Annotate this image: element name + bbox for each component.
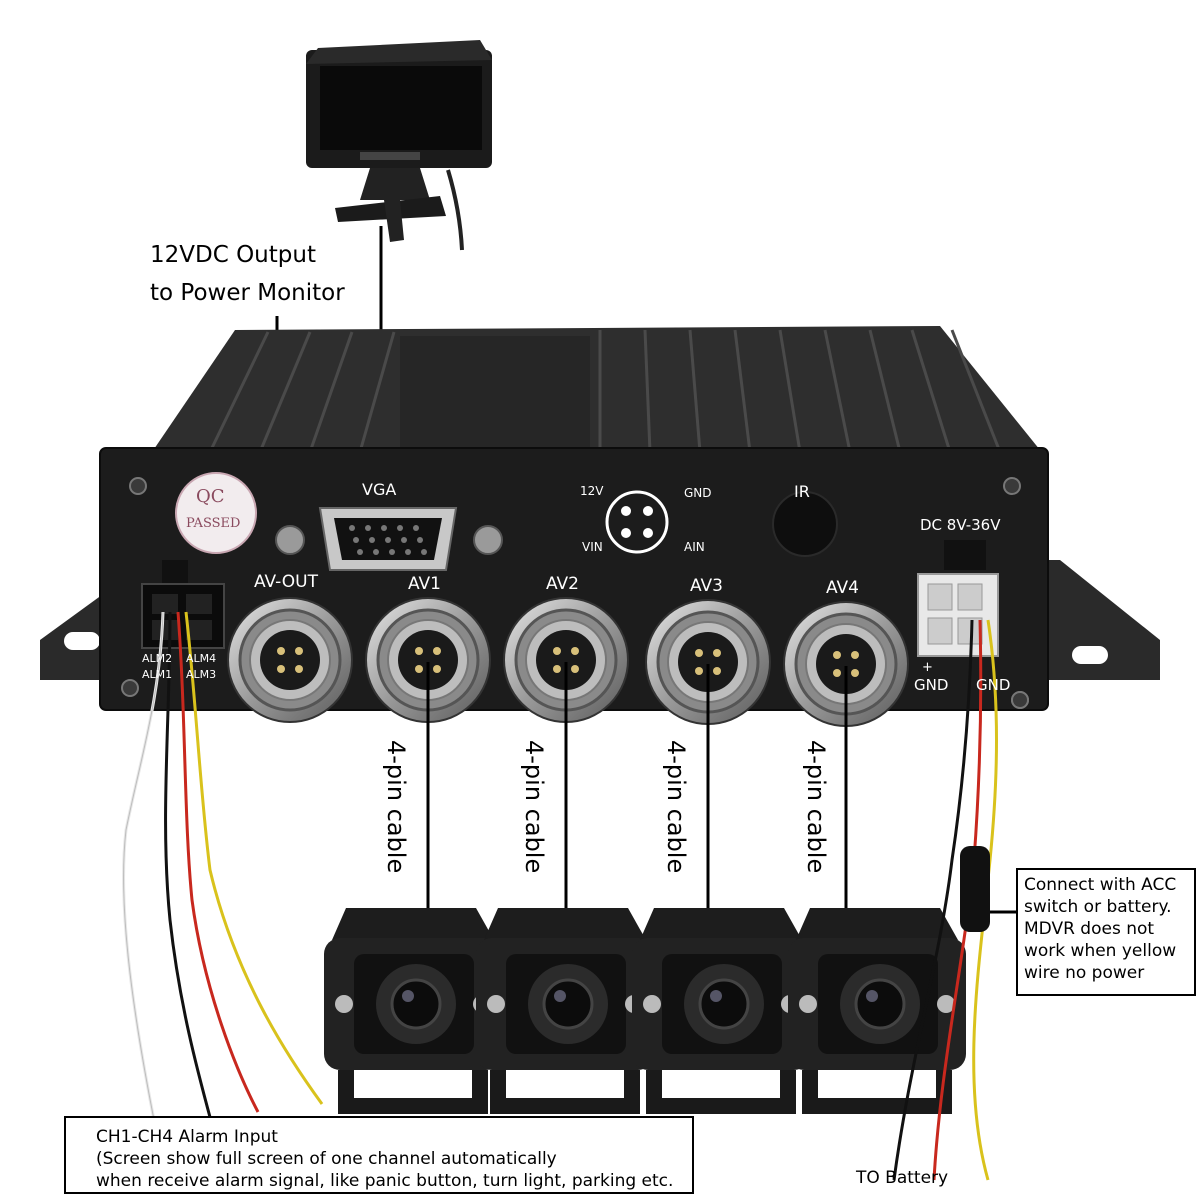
qc-passed-sticker — [175, 472, 257, 554]
vga-label: VGA — [362, 480, 397, 499]
acc-note-box: Connect with ACC switch or battery. MDVR… — [1016, 868, 1196, 996]
alarm-connector — [141, 560, 225, 649]
ir-window — [772, 491, 838, 557]
pin-ain-label: AIN — [684, 540, 705, 554]
dvr-top — [150, 326, 1040, 455]
camera-3 — [630, 906, 812, 1116]
av-out-label: AV-OUT — [254, 572, 318, 592]
monitor-power-label-line2: to Power Monitor — [150, 280, 345, 306]
av-out-connector — [226, 596, 354, 724]
gnd-left-label: GND — [914, 676, 949, 694]
camera-cables — [426, 662, 848, 912]
right-post-screw — [473, 525, 503, 555]
qc-label: QC — [196, 486, 225, 507]
acc-note-line: MDVR does not — [1024, 919, 1155, 939]
av1-label: AV1 — [408, 574, 441, 594]
power-pin-diagram — [605, 490, 669, 554]
gnd-right-label: GND — [976, 676, 1011, 694]
cable-av4-label: 4-pin cable — [802, 740, 830, 874]
ir-label: IR — [794, 482, 810, 501]
dc-input-label: DC 8V-36V — [920, 516, 1001, 534]
alarm-note-line: CH1-CH4 Alarm Input — [96, 1127, 278, 1147]
pin-gnd-label: GND — [684, 486, 712, 500]
acc-note-line: Connect with ACC — [1024, 875, 1177, 895]
camera-2 — [474, 906, 656, 1116]
qc-passed-label: PASSED — [186, 516, 241, 531]
alarm-note-line: when receive alarm signal, like panic bu… — [96, 1171, 674, 1191]
pin-12v-label: 12V — [580, 484, 604, 498]
av4-label: AV4 — [826, 578, 859, 598]
vga-port — [318, 507, 458, 571]
alm2-label: ALM2 — [142, 652, 173, 665]
to-battery-label: TO Battery — [856, 1168, 949, 1188]
acc-note-line: work when yellow — [1024, 941, 1177, 961]
camera-1 — [322, 906, 504, 1116]
alm1-label: ALM1 — [142, 668, 173, 681]
cable-av1-label: 4-pin cable — [382, 740, 410, 874]
acc-note-line: switch or battery. — [1024, 897, 1172, 917]
alarm-wires — [122, 611, 324, 1133]
monitor — [306, 40, 492, 251]
acc-note-line: wire no power — [1024, 963, 1145, 983]
alarm-note-line: (Screen show full screen of one channel … — [96, 1149, 557, 1169]
alm4-label: ALM4 — [186, 652, 217, 665]
cable-av2-label: 4-pin cable — [520, 740, 548, 874]
left-post-screw — [275, 525, 305, 555]
alm3-label: ALM3 — [186, 668, 217, 681]
av2-label: AV2 — [546, 574, 579, 594]
cable-av3-label: 4-pin cable — [662, 740, 690, 874]
mount-slot-left — [64, 632, 100, 650]
av3-label: AV3 — [690, 576, 723, 596]
dc-power-connector — [917, 540, 999, 657]
panel-screws — [121, 477, 1029, 709]
pin-vin-label: VIN — [582, 540, 603, 554]
mount-slot-right — [1072, 646, 1108, 664]
plus-label: + — [922, 660, 933, 675]
inline-fuse — [960, 846, 990, 932]
monitor-power-label-line1: 12VDC Output — [150, 242, 316, 268]
alarm-note-box: CH1-CH4 Alarm Input (Screen show full sc… — [64, 1116, 694, 1194]
